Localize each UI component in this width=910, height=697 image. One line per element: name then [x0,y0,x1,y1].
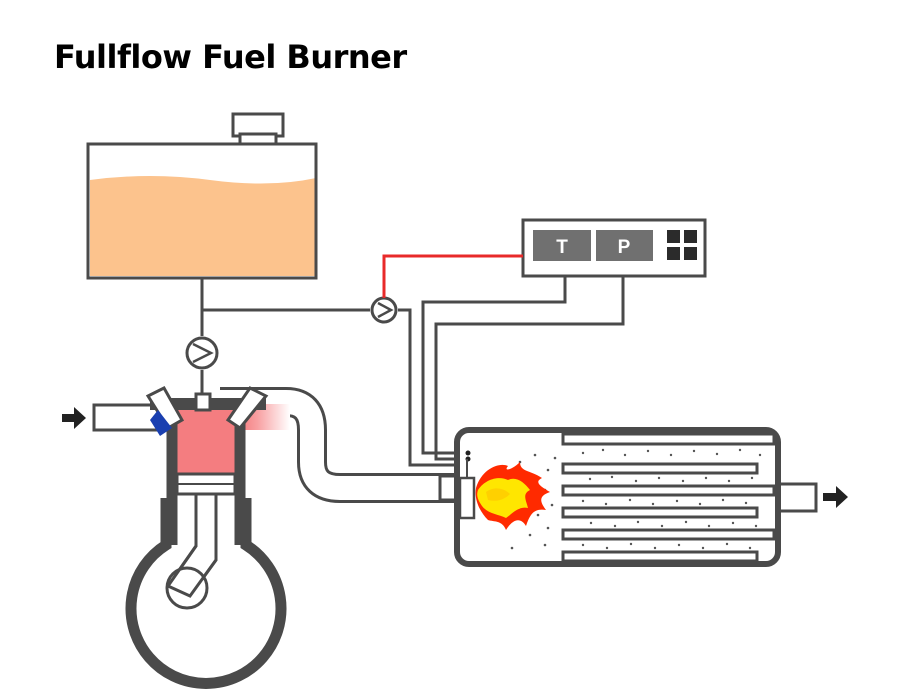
pump-control-signal [382,254,523,298]
burner-fuel-pump [370,296,398,324]
fuel-lines [200,278,460,467]
engine-fuel-pump [185,336,219,370]
keypad-icon [667,230,697,260]
outlet-arrow-icon [823,486,848,508]
fuel-level [90,176,316,276]
page-title: Fullflow Fuel Burner [54,38,407,76]
intake-valve [145,386,185,436]
temperature-display [533,230,591,261]
fuel-tank [86,112,318,280]
soot-particles [510,448,762,550]
temperature-label: T [556,237,568,258]
intake-arrow-icon [62,407,86,429]
filter-channels [561,432,776,563]
burner-flame-icon [475,462,550,530]
engine [92,386,290,689]
pressure-label: P [618,237,631,258]
sensor-lines [421,276,625,461]
fuel-injector [194,392,212,412]
control-unit: T P [521,218,707,278]
exhaust-valve [225,386,269,431]
particulate-filter [438,427,818,567]
filter-outlet-pipe [774,482,818,513]
crankshaft [165,566,209,610]
pressure-display [596,230,653,261]
burner-nozzle [458,476,476,520]
